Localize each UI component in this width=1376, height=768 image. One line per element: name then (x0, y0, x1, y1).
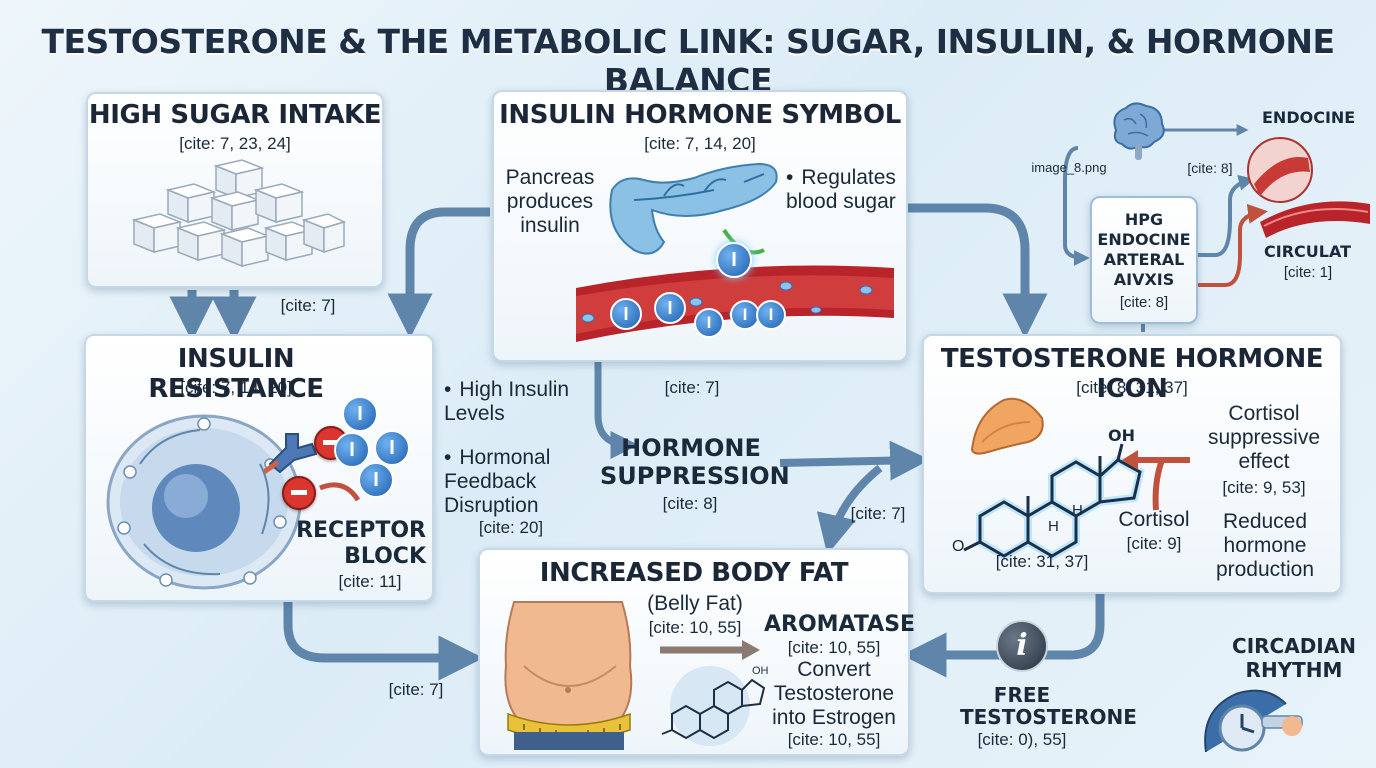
resistance-insulin-3: I (374, 430, 410, 466)
cortisol-arrow-icon (1122, 450, 1190, 511)
convert-text: Convert Testosterone into Estrogen (772, 658, 896, 729)
insulin-marker-6: I (756, 300, 786, 330)
insulin-marker-2: I (610, 298, 642, 330)
arrow-insulin-to-suppression (594, 362, 639, 459)
hpg-circulat-cite: [cite: 1] (1283, 264, 1333, 281)
resistance-title: INSULIN RESISTANCE (148, 344, 324, 404)
receptor-icon (264, 433, 318, 474)
body-fat-subtitle-cite: [cite: 10, 55] (648, 618, 742, 637)
hpg-axis-line-3: ARTERAL (1103, 250, 1185, 269)
hpg-endocine-label: ENDOCINE (1262, 108, 1356, 127)
cortisol-effect-text: Cortisol suppressive effect (1207, 402, 1321, 473)
testosterone-card: TESTOSTERONE HORMONE ICON [cite: 8, 31, … (922, 334, 1342, 594)
testosterone-title: TESTOSTERONE HORMONE ICON (940, 344, 1324, 404)
free-testosterone-label: FREE TESTOSTERONE (960, 683, 1137, 729)
resistance-insulin-4: I (358, 462, 394, 498)
hpg-axis-box: HPG ENDOCINE ARTERAL AIVXIS [cite: 8] (1090, 196, 1198, 324)
estrogen-molecule-icon: OH (661, 665, 769, 746)
resistance-insulin-2: I (334, 432, 370, 468)
arrow-insulin-to-resistance (387, 207, 490, 339)
hormone-suppression-cite: [cite: 8] (662, 494, 718, 513)
resistance-cite: [cite: 7, 14, 20] (180, 378, 292, 397)
molecule-oh-label: OH (1108, 426, 1135, 445)
arrow-hpg-to-vessel (1195, 174, 1255, 257)
aromatase-cite: [cite: 10, 55] (787, 638, 881, 657)
sugar-card: HIGH SUGAR INTAKE [cite: 7, 23, 24] (86, 92, 384, 288)
hpg-image-label: image_8.png (1031, 160, 1107, 175)
feedback-bullet: Hormonal Feedback Disruption (444, 446, 594, 518)
pancreas-text: Pancreas produces insulin (505, 166, 595, 237)
free-testosterone-cite: [cite: 0), 55] (977, 730, 1067, 749)
testosterone-cite: [cite: 8, 31, 37] (1076, 378, 1188, 397)
molecule-h-label-1: H (1048, 518, 1059, 535)
molecule-o-label: O (952, 538, 965, 555)
block-sign-bottom (282, 476, 316, 510)
convert-cite: [cite: 10, 55] (787, 730, 881, 749)
cell-icon (106, 414, 302, 590)
cortisol-effect-cite: [cite: 9, 53] (1222, 478, 1306, 497)
arrow-insulin-to-testosterone (905, 203, 1048, 339)
insulin-symbol-title: INSULIN HORMONE SYMBOL (499, 100, 901, 130)
adrenal-gland-icon (970, 397, 1044, 455)
pancreas-icon (609, 162, 778, 255)
middle-right-cite: [cite: 7] (850, 504, 906, 523)
arrow-suppression-to-bodyfat (816, 464, 883, 555)
insulin-marker-1: I (716, 242, 752, 278)
hormone-suppression-label: HORMONE SUPPRESSION (600, 434, 790, 490)
hpg-axis-cite: [cite: 8] (1119, 294, 1169, 311)
hpg-axis-line-4: AIVXIS (1113, 270, 1175, 289)
aromatase-arrow (660, 640, 760, 660)
receptor-block-cite: [cite: 11] (338, 572, 402, 591)
insulin-symbol-bottom-cite: [cite: 7] (664, 378, 720, 397)
receptor-block-label: RECEPTOR BLOCK (296, 518, 426, 569)
body-fat-subtitle: (Belly Fat) (647, 592, 743, 615)
arrow-hpg-brain-down (1063, 146, 1090, 266)
insulin-marker-5: I (730, 300, 760, 330)
insulin-marker-3: I (654, 292, 686, 324)
arrow-hpg-to-circulat (1195, 203, 1268, 287)
body-fat-title: INCREASED BODY FAT (539, 558, 849, 588)
molecule-h-label-2: H (1072, 502, 1083, 519)
belly-torso-icon (504, 601, 633, 750)
high-insulin-bullet: High Insulin Levels (444, 378, 594, 426)
hpg-axis-line-1: HPG (1124, 210, 1164, 229)
arrow-testosterone-to-bodyfat (901, 592, 1105, 678)
circadian-label: CIRCADIAN RHYTHM (1232, 634, 1356, 682)
regulates-bullet: Regulates blood sugar (786, 166, 904, 214)
body-fat-card: INCREASED BODY FAT (Belly Fat) [cite: 10… (478, 548, 916, 756)
arrow-suppression-to-testosterone (779, 440, 930, 481)
molecule-cite: [cite: 31, 37] (995, 552, 1089, 571)
arrow-resistance-to-bodyfat (283, 598, 484, 681)
reduced-production-text: Reduced hormone production (1215, 510, 1315, 581)
feedback-cite: [cite: 20] (478, 518, 544, 537)
resistance-insulin-1: I (342, 396, 378, 432)
cortisol-text: Cortisol (1118, 508, 1190, 531)
estrogen-oh-label: OH (752, 665, 769, 677)
insulin-symbol-cite: [cite: 7, 14, 20] (644, 134, 756, 153)
artery-icon (1247, 137, 1370, 238)
circadian-clock-icon (1204, 689, 1303, 753)
brain-icon (1113, 102, 1165, 160)
insulin-marker-4: I (694, 308, 724, 338)
hpg-circulat-label: CIRCULAT (1264, 242, 1351, 261)
hpg-axis-line-2: ENDOCINE (1097, 230, 1191, 249)
insulin-symbol-card: INSULIN HORMONE SYMBOL [cite: 7, 14, 20]… (492, 90, 908, 362)
aromatase-label: AROMATASE (764, 612, 916, 637)
cortisol-cite: [cite: 9] (1126, 534, 1182, 553)
info-icon: i (996, 620, 1048, 672)
sugar-title: HIGH SUGAR INTAKE (88, 100, 382, 130)
resistance-card: INSULIN RESISTANCE [cite: 7, 14, 20] I I… (84, 334, 434, 602)
sugar-cubes-icon (131, 159, 347, 268)
body-fat-left-cite: [cite: 7] (388, 680, 444, 699)
testosterone-molecule-icon (963, 443, 1145, 561)
page-title: TESTOSTERONE & THE METABOLIC LINK: SUGAR… (41, 22, 1335, 100)
sugar-arrow-cite: [cite: 7] (280, 296, 336, 315)
hpg-brain-cite: [cite: 8] (1187, 160, 1233, 176)
sugar-cite: [cite: 7, 23, 24] (179, 134, 291, 153)
